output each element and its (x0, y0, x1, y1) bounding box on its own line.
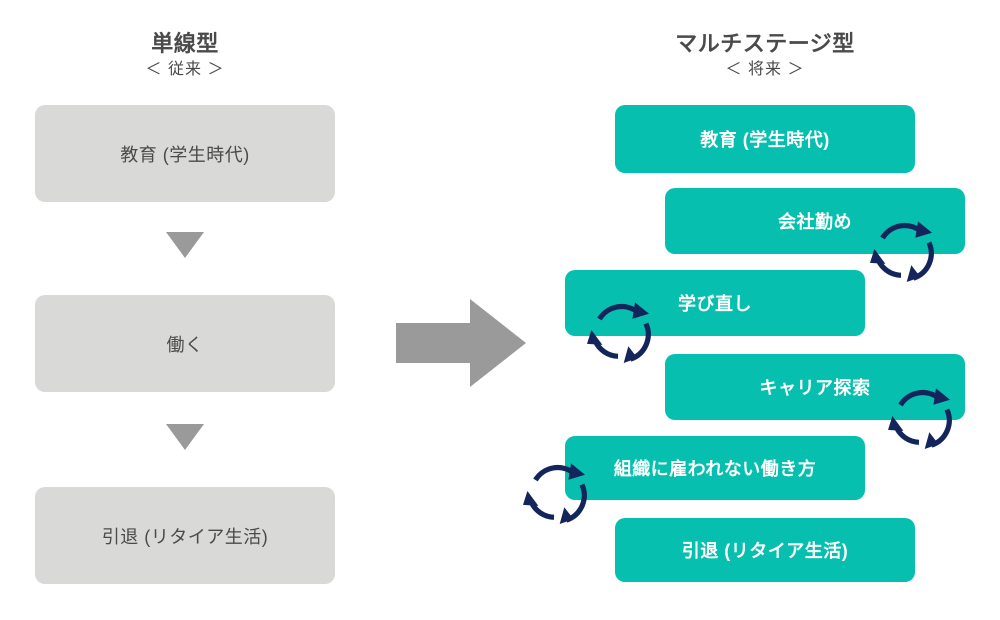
right-stage-box-6: 引退 (リタイア生活) (615, 518, 915, 582)
left-stage-box-1: 教育 (学生時代) (35, 105, 335, 202)
right-stage-label-6: 引退 (リタイア生活) (681, 541, 849, 561)
cycle-arrows-icon (870, 221, 934, 282)
right-stage-box-5: 組織に雇われない働き方 (565, 436, 865, 500)
right-column-heading: マルチステージ型 ＜ 将来 ＞ (615, 30, 915, 82)
right-stage-label-3: 学び直し (678, 294, 752, 314)
right-column-title: マルチステージ型 (675, 31, 855, 56)
left-stage-label-3: 引退 (リタイア生活) (101, 526, 269, 547)
left-stage-label-2: 働く (166, 334, 204, 355)
left-column-title: 単線型 (151, 31, 219, 56)
right-stage-label-2: 会社勤め (778, 212, 852, 232)
left-stage-box-3: 引退 (リタイア生活) (35, 487, 335, 584)
right-column-subtitle: ＜ 将来 ＞ (725, 61, 805, 78)
right-stage-box-2: 会社勤め (665, 188, 965, 254)
right-stage-label-5: 組織に雇われない働き方 (613, 459, 817, 479)
arrow-right-icon (396, 299, 526, 387)
right-stage-box-4: キャリア探索 (665, 354, 965, 420)
left-stage-label-1: 教育 (学生時代) (120, 144, 250, 165)
triangle-down-icon (166, 424, 204, 450)
cycle-arrows-icon (587, 302, 651, 363)
right-stage-label-1: 教育 (学生時代) (700, 130, 830, 150)
triangle-down-icon (166, 232, 204, 258)
left-column-subtitle: ＜ 従来 ＞ (145, 61, 225, 78)
right-stage-box-3: 学び直し (565, 270, 865, 336)
cycle-arrows-icon (523, 463, 587, 524)
right-stage-box-1: 教育 (学生時代) (615, 105, 915, 173)
left-column-heading: 単線型 ＜ 従来 ＞ (35, 30, 335, 82)
right-stage-label-4: キャリア探索 (759, 378, 871, 398)
left-stage-box-2: 働く (35, 295, 335, 392)
cycle-arrows-icon (888, 388, 952, 449)
